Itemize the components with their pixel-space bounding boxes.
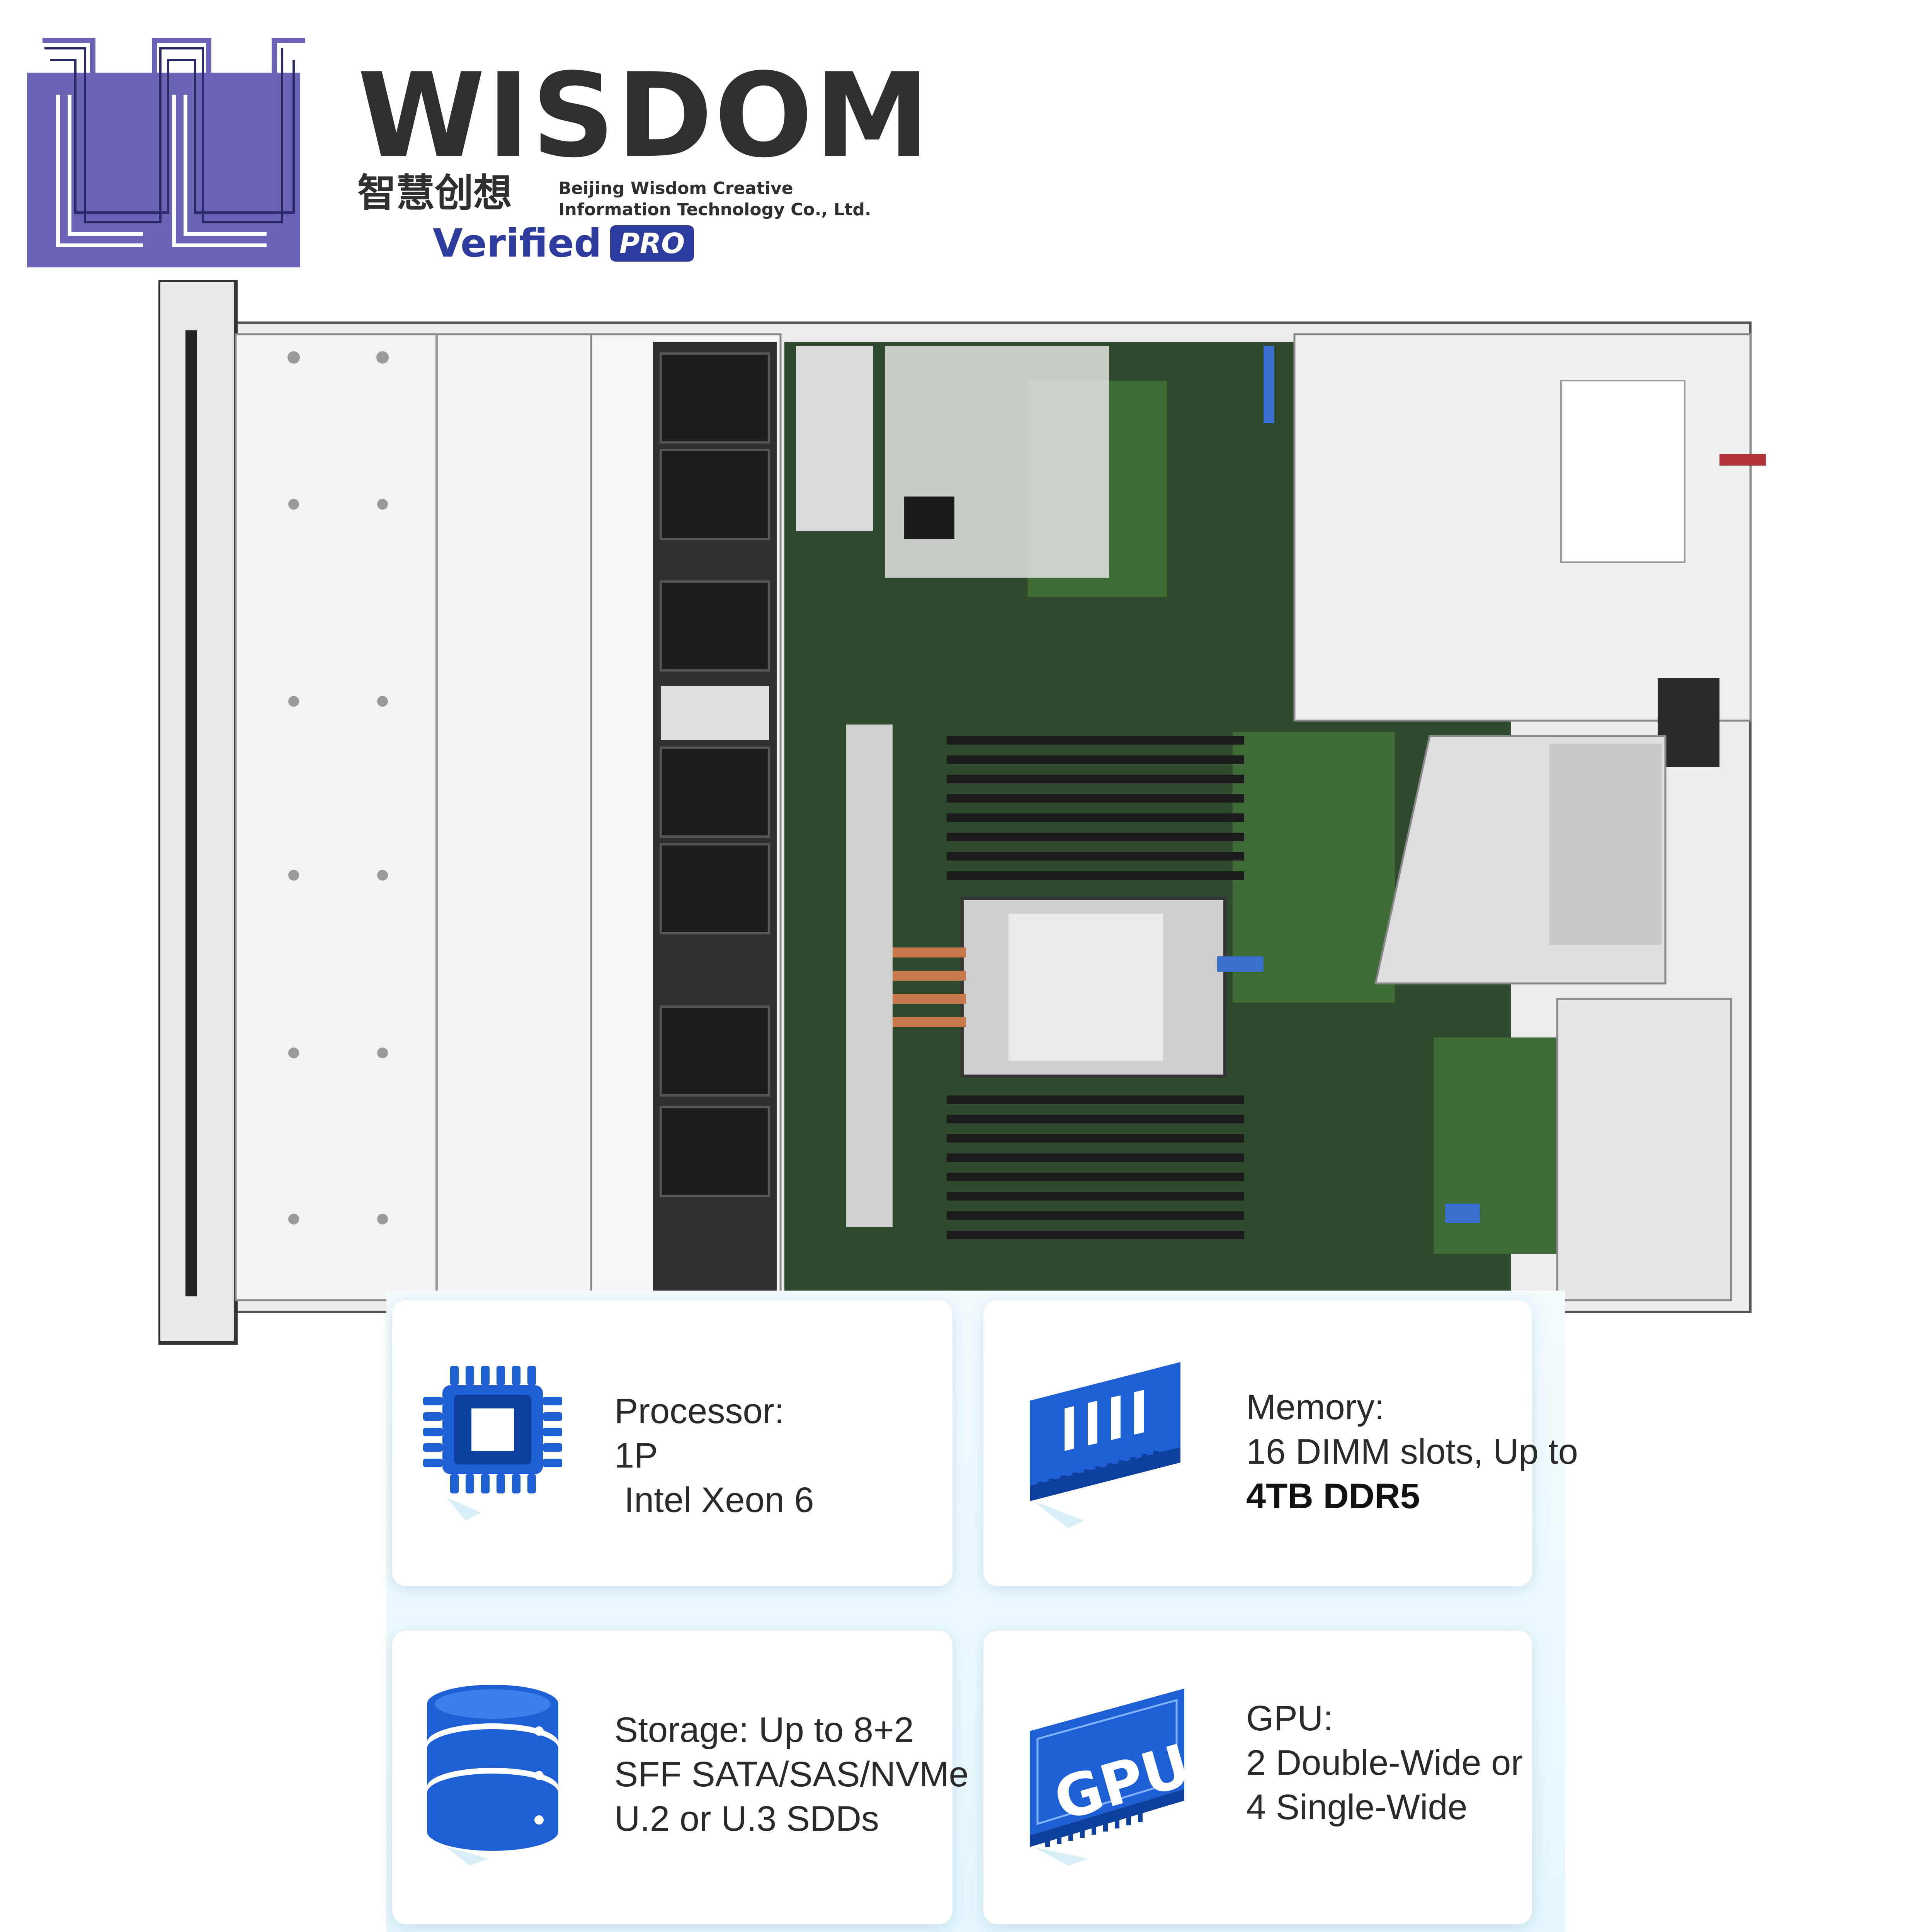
spec-card-processor: Processor: 1P Intel Xeon 6 [392, 1300, 952, 1586]
processor-icon [423, 1366, 562, 1520]
company-name: Beijing Wisdom Creative Information Tech… [558, 178, 871, 220]
company-name-line1: Beijing Wisdom Creative [558, 179, 793, 198]
processor-model: Intel Xeon 6 [614, 1480, 814, 1520]
memory-icon [1030, 1362, 1180, 1528]
memory-text: Memory: 16 DIMM slots, Up to 4TB DDR5 [1246, 1385, 1578, 1519]
brand-name: WISDOM [357, 48, 932, 183]
memory-slots: 16 DIMM slots, Up to [1246, 1432, 1578, 1471]
storage-form-factor: U.2 or U.3 SDDs [614, 1799, 879, 1838]
company-name-line2: Information Technology Co., Ltd. [558, 200, 871, 219]
spec-card-storage: Storage: Up to 8+2 SFF SATA/SAS/NVMe U.2… [392, 1631, 969, 1924]
memory-capacity: 4TB DDR5 [1246, 1476, 1420, 1516]
processor-text: Processor: 1P Intel Xeon 6 [614, 1389, 814, 1522]
storage-label: Storage: Up to 8+2 [614, 1710, 914, 1750]
gpu-single-wide: 4 Single-Wide [1246, 1787, 1468, 1827]
spec-card-gpu: GPU GPU: 2 Double-Wide or 4 Single-Wide [983, 1631, 1532, 1924]
processor-label: Processor: [614, 1391, 784, 1431]
server-photo [158, 280, 1766, 1345]
pro-badge: PRO [610, 225, 694, 262]
storage-interfaces: SFF SATA/SAS/NVMe [614, 1755, 969, 1794]
verified-label: Verified [433, 221, 602, 266]
gpu-double-wide: 2 Double-Wide or [1246, 1743, 1523, 1782]
gpu-text: GPU: 2 Double-Wide or 4 Single-Wide [1246, 1696, 1523, 1830]
gpu-label: GPU: [1246, 1699, 1333, 1738]
wisdom-logo-icon [27, 38, 305, 267]
gpu-icon: GPU [1030, 1689, 1192, 1866]
memory-label: Memory: [1246, 1388, 1384, 1427]
brand-name-chinese: 智慧创想 [357, 170, 512, 216]
storage-icon [427, 1685, 558, 1866]
processor-count: 1P [614, 1436, 658, 1475]
spec-card-memory: Memory: 16 DIMM slots, Up to 4TB DDR5 [983, 1300, 1578, 1586]
storage-text: Storage: Up to 8+2 SFF SATA/SAS/NVMe U.2… [614, 1708, 969, 1841]
verified-pro-badge: Verified PRO [433, 222, 694, 265]
